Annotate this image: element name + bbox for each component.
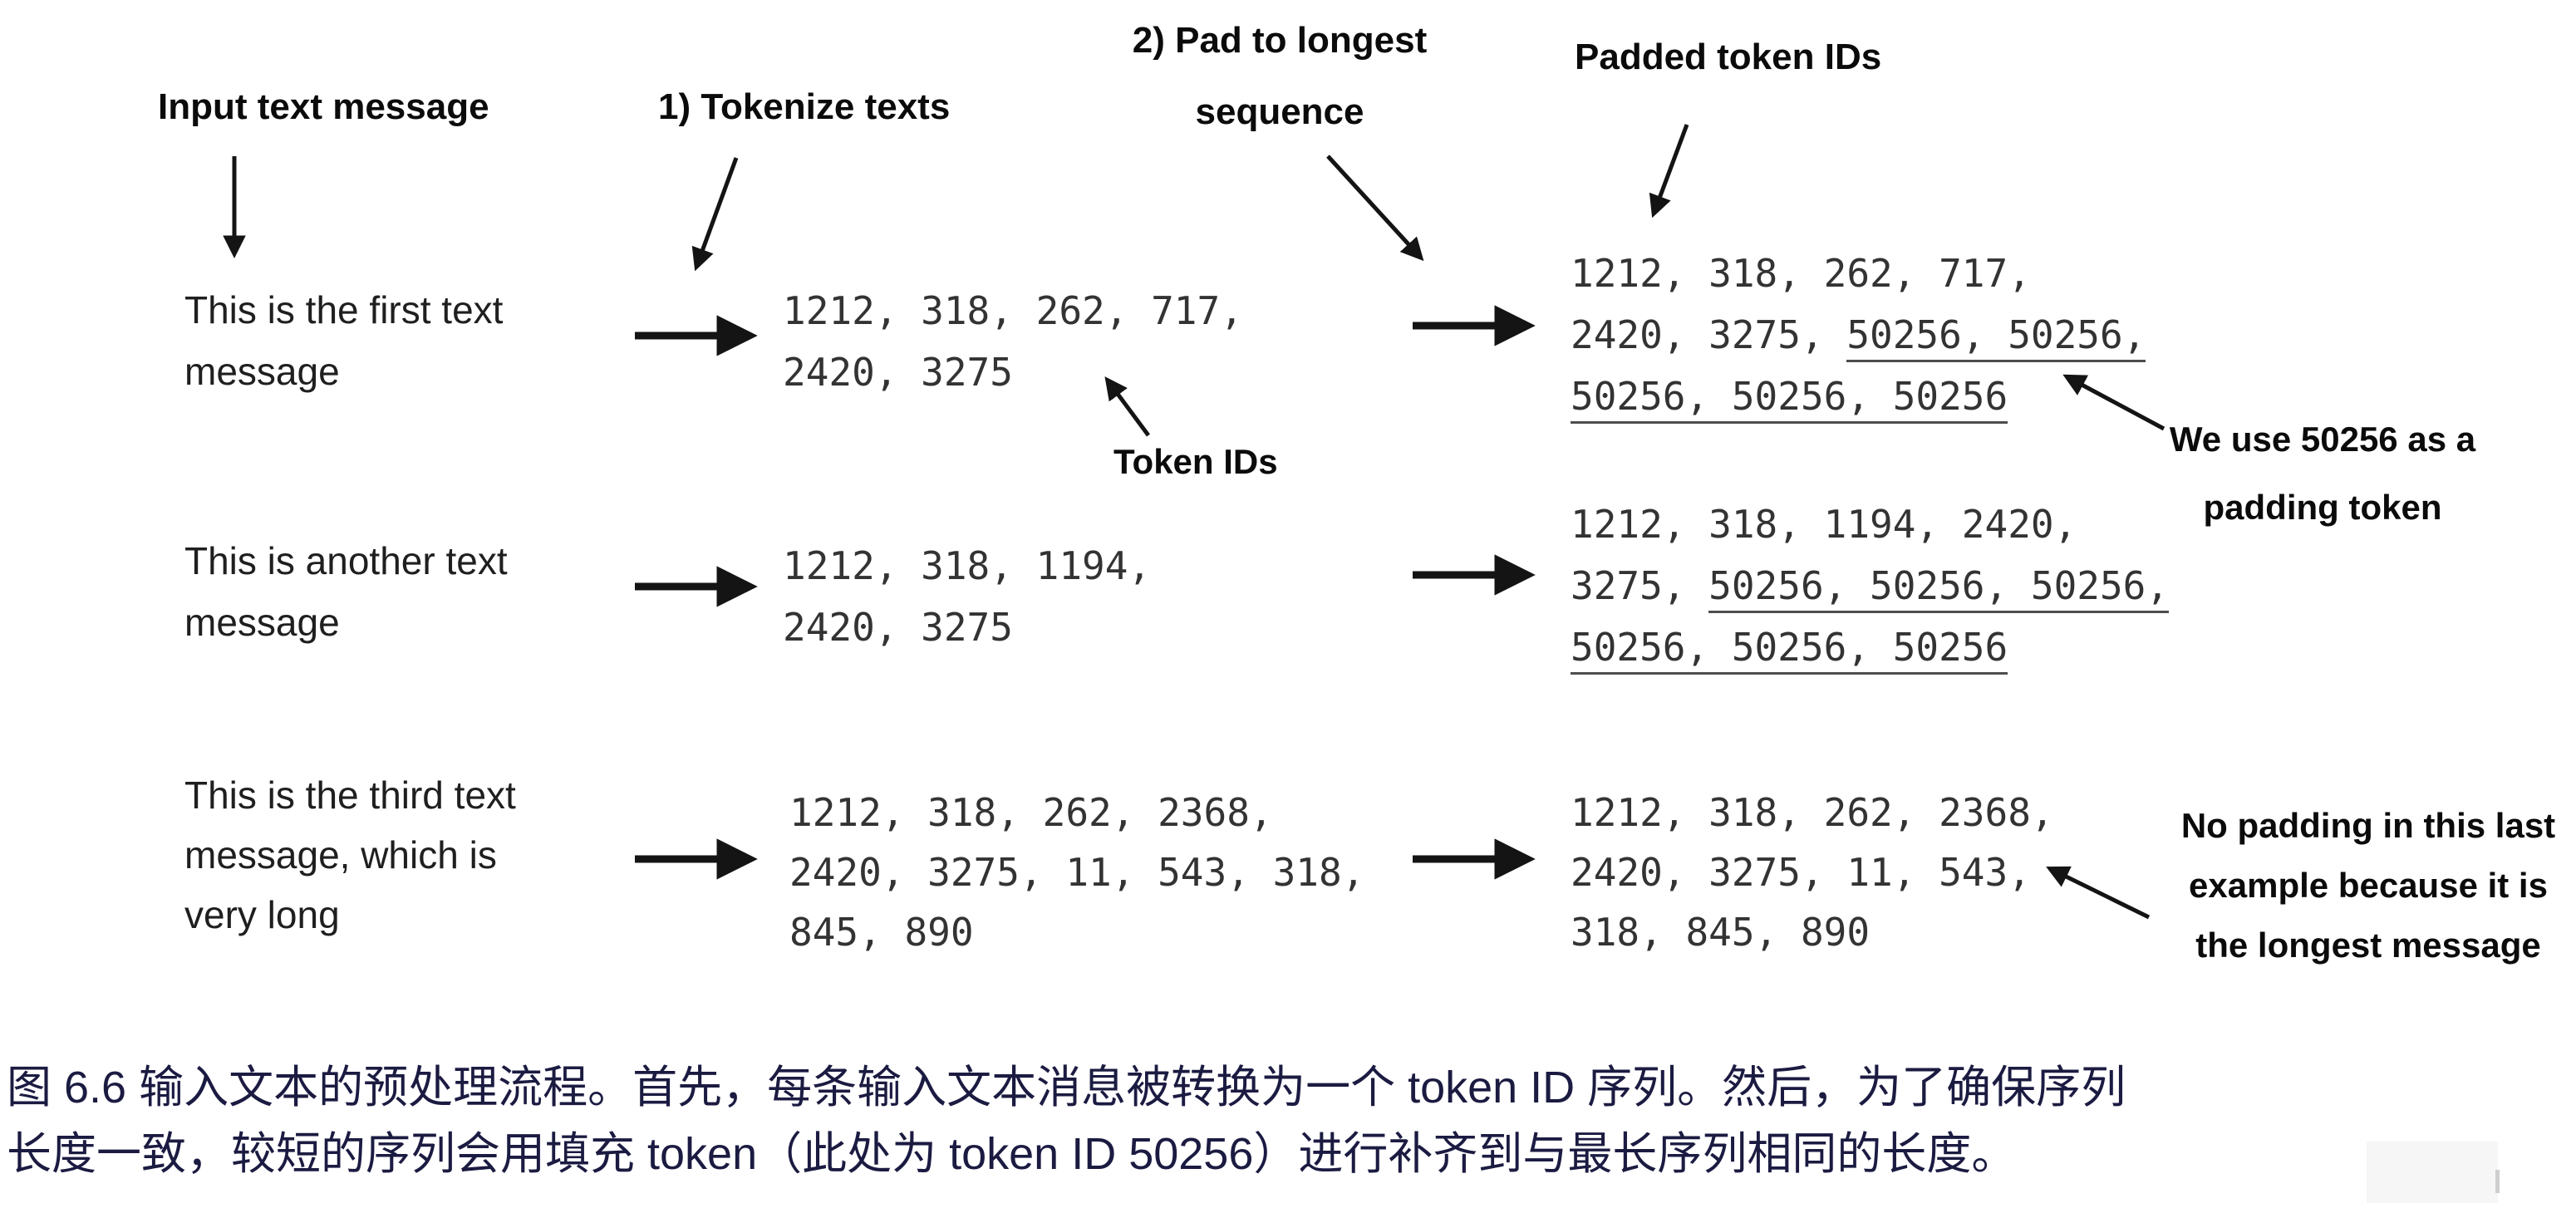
figure-caption-line2: 长度一致，较短的序列会用填充 token（此处为 token ID 50256）… (7, 1129, 2017, 1179)
label-step1-tokenize: 1) Tokenize texts (658, 86, 951, 127)
label-step2-pad-line2: sequence (1195, 91, 1364, 132)
row2-padded-line1-ids: 1212, 318, 1194, 2420, (1571, 502, 2077, 547)
row1-padded-token-ids: 1212, 318, 262, 717, 2420, 3275, 50256, … (1571, 243, 2146, 427)
arrow-token-ids-callout-icon (1104, 376, 1151, 437)
label-step2-pad-line1: 2) Pad to longest (1132, 20, 1428, 61)
arrow-tokenize-label-down-icon (691, 157, 739, 272)
row3-padded-line3: 318, 845, 890 (1571, 910, 1871, 955)
row2-token-ids: 1212, 318, 1194, 2420, 3275 (783, 535, 1151, 658)
callout-padding-token: We use 50256 as a padding token (2127, 405, 2518, 542)
row1-padded-line1: 1212, 318, 262, 717, (1571, 243, 2146, 304)
arrow-padding-note-callout-icon (2062, 374, 2166, 431)
row3-message-line1: This is the third text (184, 773, 516, 817)
row1-padded-line3: 50256, 50256, 50256 (1571, 366, 2146, 427)
row2-padded-line2-padding: 50256, 50256, 50256, (1708, 563, 2170, 613)
arrow-padded-label-down-icon (1649, 124, 1689, 219)
row1-message: This is the first text message (184, 279, 503, 402)
row1-message-line2: message (184, 350, 340, 393)
row3-padded-line2: 2420, 3275, 11, 543, (1571, 850, 2031, 895)
row2-padded-line3-padding: 50256, 50256, 50256 (1571, 625, 2008, 675)
row1-token-line1: 1212, 318, 262, 717, (783, 288, 1243, 333)
label-padded-token-ids: Padded token IDs (1575, 37, 1882, 77)
row2-padded-line2-ids: 3275, (1571, 563, 1709, 608)
row2-message-line2: message (184, 601, 340, 644)
row3-padded-line1: 1212, 318, 262, 2368, (1571, 790, 2054, 835)
row1-message-line1: This is the first text (184, 288, 504, 331)
callout-no-padding-line1: No padding in this last (2180, 806, 2556, 845)
row3-token-line3: 845, 890 (789, 910, 974, 955)
arrow-pad-label-down-icon (1326, 155, 1424, 262)
row2-padded-line2: 3275, 50256, 50256, 50256, (1571, 555, 2170, 616)
row2-padded-line3: 50256, 50256, 50256 (1571, 616, 2169, 678)
figure-caption: 图 6.6 输入文本的预处理流程。首先，每条输入文本消息被转换为一个 token… (7, 1054, 2126, 1187)
callout-token-ids: Token IDs (1113, 442, 1278, 481)
row1-padded-line1-ids: 1212, 318, 262, 717, (1571, 251, 2031, 296)
row2-token-line1: 1212, 318, 1194, (783, 543, 1152, 588)
row1-token-line2: 2420, 3275 (783, 350, 1013, 395)
row3-token-line2: 2420, 3275, 11, 543, 318, (789, 850, 1365, 895)
row3-token-line1: 1212, 318, 262, 2368, (789, 790, 1273, 835)
callout-no-padding-line3: the longest message (2195, 926, 2541, 965)
row1-token-ids: 1212, 318, 262, 717, 2420, 3275 (783, 280, 1243, 403)
watermark-patch (2367, 1142, 2498, 1203)
row2-padded-token-ids: 1212, 318, 1194, 2420, 3275, 50256, 5025… (1571, 494, 2170, 678)
callout-no-padding-line2: example because it is (2189, 866, 2548, 905)
row3-token-ids: 1212, 318, 262, 2368, 2420, 3275, 11, 54… (789, 783, 1364, 962)
row2-message: This is another text message (184, 530, 508, 653)
callout-padding-token-line1: We use 50256 as a (2169, 420, 2476, 459)
row1-padded-line2-padding: 50256, 50256, (1846, 312, 2146, 362)
row3-padded-token-ids: 1212, 318, 262, 2368, 2420, 3275, 11, 54… (1571, 783, 2054, 962)
label-input-text-message: Input text message (158, 86, 489, 127)
label-step2-pad: 2) Pad to longest sequence (1097, 5, 1463, 148)
row3-message-line2: message, which is (184, 833, 497, 877)
row2-message-line1: This is another text (184, 539, 508, 582)
callout-no-padding: No padding in this last example because … (2152, 796, 2576, 975)
row3-message-line3: very long (184, 893, 340, 936)
row2-token-line2: 2420, 3275 (783, 605, 1013, 650)
row1-padded-line2-ids: 2420, 3275, (1571, 312, 1847, 357)
row3-message: This is the third text message, which is… (184, 765, 516, 945)
figure-caption-line1: 图 6.6 输入文本的预处理流程。首先，每条输入文本消息被转换为一个 token… (7, 1063, 2126, 1112)
row2-padded-line1: 1212, 318, 1194, 2420, (1571, 494, 2169, 555)
arrow-no-padding-callout-icon (2046, 866, 2151, 920)
callout-padding-token-line2: padding token (2203, 488, 2442, 527)
row1-padded-line3-padding: 50256, 50256, 50256 (1571, 374, 2008, 424)
watermark-tick (2495, 1170, 2500, 1193)
row1-padded-line2: 2420, 3275, 50256, 50256, (1571, 304, 2146, 366)
